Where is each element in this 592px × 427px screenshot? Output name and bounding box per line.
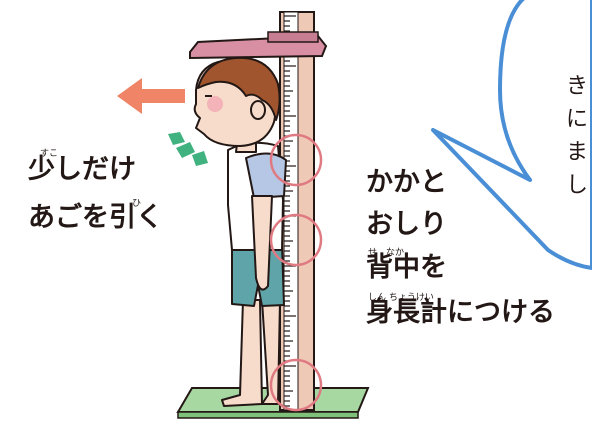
- bubble-text-line1: き: [566, 74, 589, 99]
- head-bar: [189, 31, 328, 60]
- bubble-text-line3: ま: [566, 140, 589, 165]
- bubble-text-line2: に: [566, 107, 589, 132]
- label-heel: かかと: [366, 167, 447, 198]
- contact-circles: [269, 133, 323, 412]
- ruby-shinchoukei: しん ちょうけい: [368, 293, 434, 303]
- ruby-hi: ひ: [132, 199, 142, 209]
- label-chin-line2: あごを引く: [28, 202, 163, 233]
- left-arrow-icon: [117, 78, 185, 114]
- motion-marks-icon: [168, 132, 208, 166]
- height-pole: [279, 11, 315, 411]
- label-attach-to-stadiometer: 身長計につける: [366, 297, 555, 328]
- label-chin-line1: 少しだけ: [28, 154, 136, 185]
- ruby-senaka: せ なか: [368, 248, 405, 258]
- bubble-text-line4: し: [566, 173, 589, 198]
- speech-bubble: [431, 0, 592, 270]
- label-bottom: おしり: [366, 209, 447, 240]
- child-figure: [193, 56, 287, 407]
- ruby-suko: すこ: [40, 149, 59, 159]
- label-back: 背中を: [366, 252, 447, 283]
